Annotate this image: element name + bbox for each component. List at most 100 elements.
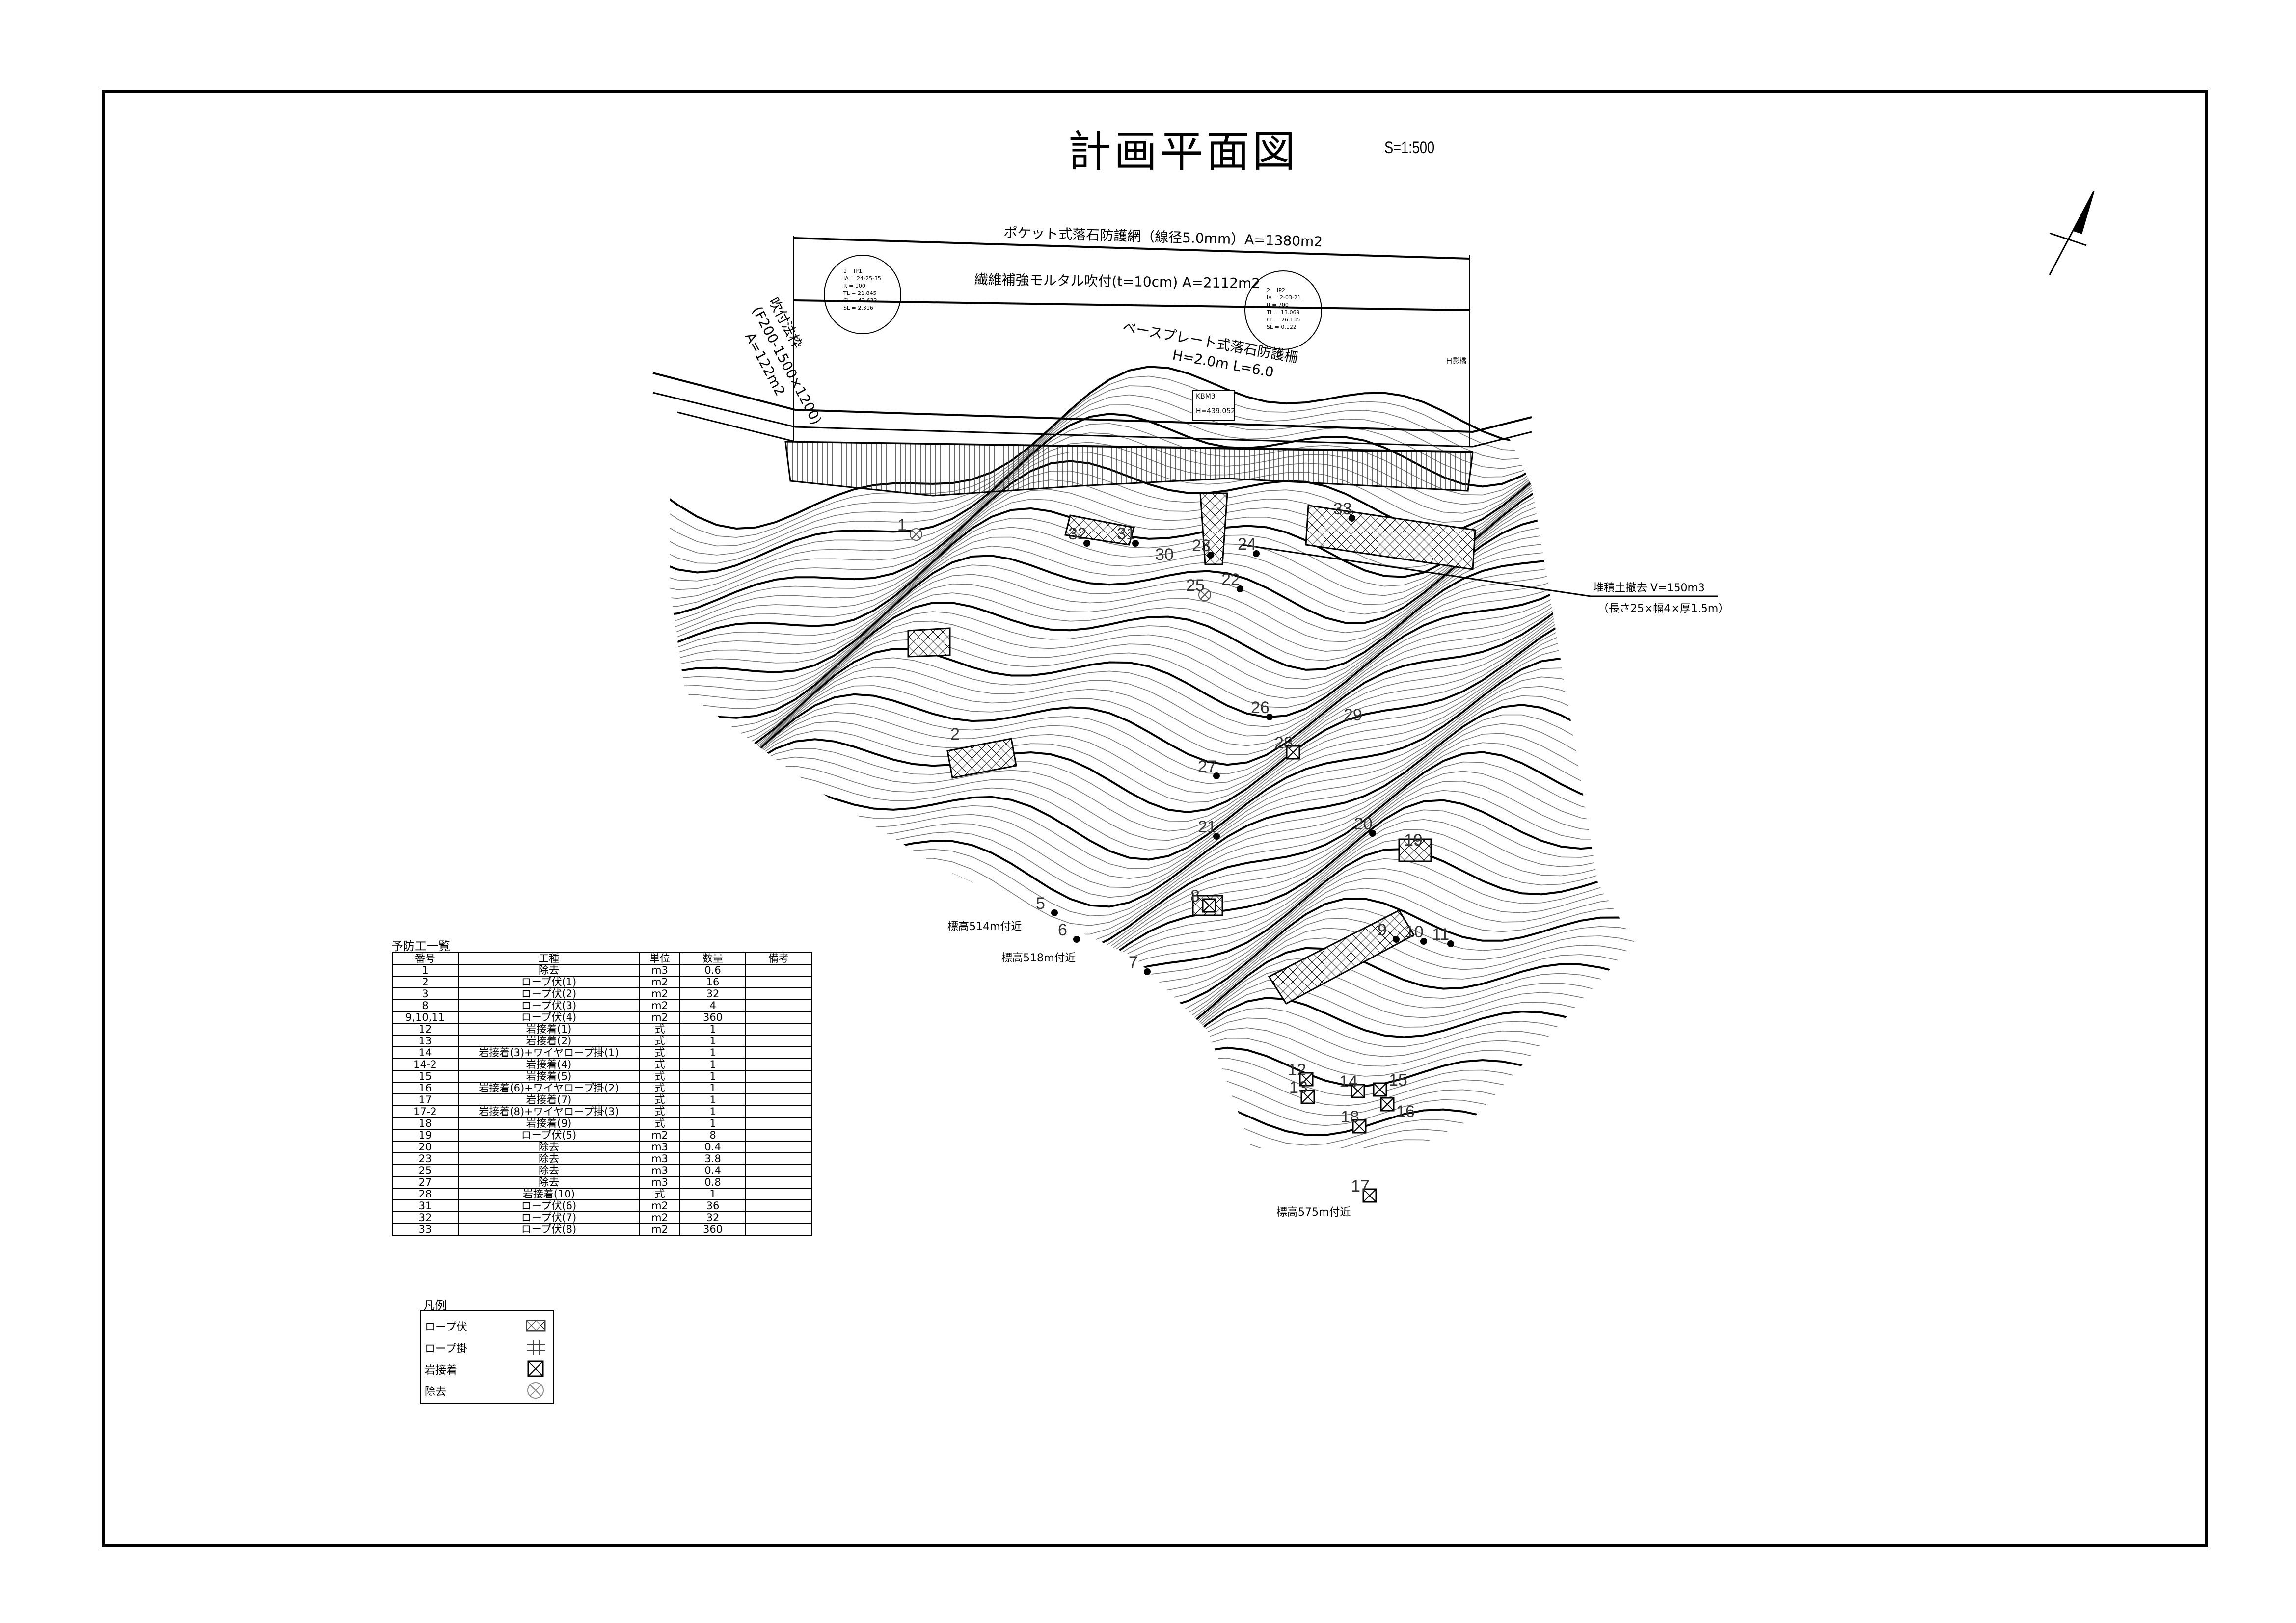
cell-number: 16 — [392, 1082, 459, 1094]
cell-remarks — [745, 1093, 812, 1106]
cell-remarks — [745, 1046, 812, 1059]
ip2-name: IP2 — [1277, 287, 1285, 293]
cell-remarks — [745, 999, 812, 1012]
point-label: 6 — [1058, 921, 1067, 939]
cell-work-type: ロープ伏(8) — [458, 1223, 640, 1236]
ip1-no: 1 — [843, 268, 847, 274]
cell-number: 1 — [392, 964, 459, 977]
contour-line — [670, 495, 1635, 671]
point-label: 10 — [1405, 923, 1424, 941]
ip2-table: 2 IP2 IA = 2-03-21 R = 700 TL = 13.069 C… — [1267, 287, 1301, 331]
header-work-type: 工種 — [458, 952, 640, 965]
ip2-row: CL = 26.135 — [1267, 317, 1300, 323]
contour-line — [670, 377, 1635, 547]
cell-quantity: 1 — [679, 1093, 746, 1106]
cell-number: 20 — [392, 1141, 459, 1153]
contour-line — [670, 527, 1635, 737]
contour-line — [670, 553, 1635, 790]
contour-line — [670, 594, 1635, 829]
cell-quantity: 1 — [679, 1105, 746, 1118]
cell-remarks — [745, 1129, 812, 1142]
cell-work-type: ロープ伏(5) — [458, 1129, 640, 1142]
header-number: 番号 — [392, 952, 459, 965]
point-marker-27: 27 — [1198, 757, 1220, 779]
point-marker-14: 14 — [1339, 1072, 1365, 1098]
cell-work-type: 除去 — [458, 1176, 640, 1189]
cell-unit: 式 — [639, 1188, 680, 1200]
page-title: 計画平面図 — [1068, 126, 1299, 177]
contour-line — [670, 537, 1635, 764]
point-marker-8: 8 — [1190, 887, 1216, 913]
header-unit: 単位 — [639, 952, 680, 965]
cell-work-type: 岩接着(5) — [458, 1070, 640, 1083]
point-marker-22: 22 — [1221, 570, 1243, 592]
contour-line — [670, 441, 1635, 632]
ip1-name: IP1 — [854, 268, 862, 274]
contour-line — [670, 686, 1635, 888]
cell-number: 13 — [392, 1035, 459, 1047]
contour-line — [670, 424, 1635, 617]
cell-remarks — [745, 964, 812, 977]
point-marker-29: 29 — [1344, 706, 1362, 724]
point-label: 18 — [1341, 1108, 1359, 1126]
rock-bond-box-x-icon — [527, 1360, 544, 1377]
cell-work-type: 岩接着(8)+ワイヤロープ掛(3) — [458, 1105, 640, 1118]
contour-line — [670, 704, 1635, 908]
cell-quantity: 3.8 — [679, 1152, 746, 1165]
cell-remarks — [745, 1223, 812, 1236]
point-marker-18: 18 — [1341, 1108, 1367, 1134]
cell-quantity: 1 — [679, 1023, 746, 1036]
cell-number: 14-2 — [392, 1058, 459, 1071]
kbm3-height: H=439.052 — [1196, 407, 1236, 415]
table-title: 予防工一覧 — [391, 939, 450, 953]
cell-quantity: 36 — [679, 1199, 746, 1212]
point-marker-19: 19 — [1404, 831, 1423, 850]
point-marker-12: 12 — [1288, 1061, 1314, 1087]
cell-unit: m2 — [639, 1129, 680, 1142]
contour-line — [670, 577, 1635, 815]
sediment-label-2: （長さ25×幅4×厚1.5m） — [1598, 603, 1729, 615]
contour-line — [670, 586, 1635, 823]
drawing-frame — [102, 90, 2208, 1547]
cell-work-type: ロープ伏(4) — [458, 1011, 640, 1024]
point-label: 22 — [1221, 570, 1240, 589]
contour-line — [670, 639, 1635, 849]
point-label: 21 — [1198, 818, 1216, 836]
ip2-circle — [1244, 270, 1322, 350]
cell-unit: 式 — [639, 1105, 680, 1118]
point-label: 5 — [1036, 894, 1045, 913]
cell-quantity: 1 — [679, 1035, 746, 1047]
cell-number: 27 — [392, 1176, 459, 1189]
cell-remarks — [745, 1011, 812, 1024]
contour-line — [670, 631, 1635, 847]
cell-work-type: 岩接着(4) — [458, 1058, 640, 1071]
cell-remarks — [745, 1117, 812, 1130]
point-label: 28 — [1274, 734, 1293, 752]
cell-quantity: 0.4 — [679, 1164, 746, 1177]
elevation-6-label: 標高518m付近 — [1001, 952, 1076, 964]
cell-remarks — [745, 1152, 812, 1165]
hikage-bridge-label: 日影橋 — [1446, 357, 1466, 365]
contour-line — [670, 374, 1635, 538]
contour-line — [670, 542, 1635, 772]
point-marker-7: 7 — [1129, 953, 1151, 975]
contour-line — [670, 533, 1635, 754]
cell-quantity: 32 — [679, 987, 746, 1000]
elevation-17-label: 標高575m付近 — [1276, 1206, 1351, 1219]
cell-quantity: 360 — [679, 1011, 746, 1024]
ip1-row: TL = 21.845 — [843, 290, 877, 296]
point-marker-28: 28 — [1274, 734, 1300, 760]
cell-quantity: 32 — [679, 1211, 746, 1224]
rope-cover-areas — [907, 492, 1476, 1005]
contour-line — [670, 474, 1635, 656]
